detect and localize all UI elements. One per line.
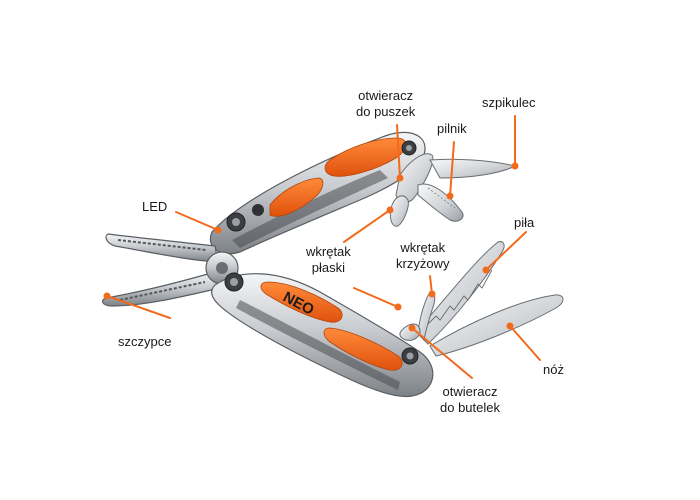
lower-handle: NEO [211, 272, 434, 398]
upper-handle-grip-rear [269, 177, 324, 217]
upper-handle-grip-front [324, 137, 407, 177]
file-tool [417, 183, 464, 222]
label-bottle-opener: otwieracz do butelek [440, 384, 500, 415]
label-phillips-screwdriver: wkrętak krzyżowy [396, 240, 450, 271]
pliers-upper-jaw [105, 233, 219, 263]
leader-saw [485, 231, 527, 271]
leader-led [175, 211, 219, 231]
label-can-opener: otwieracz do puszek [356, 88, 416, 119]
knife-tool [429, 294, 564, 357]
label-knife: nóż [543, 362, 564, 377]
label-awl: szpikulec [482, 95, 536, 110]
label-led: LED [142, 199, 168, 214]
leader-knife [509, 325, 541, 361]
leader-bottle-opener [411, 327, 473, 379]
awl-tool [429, 158, 517, 179]
pliers [102, 233, 239, 307]
leader-flat-screwdriver [343, 209, 391, 243]
leader-file [449, 141, 455, 197]
lower-tools [399, 241, 564, 357]
label-flat-screwdriver: wkrętak płaski [306, 244, 351, 275]
leader-lines [106, 115, 541, 379]
label-pliers: szczypce [118, 334, 172, 349]
flat-screwdriver-tool [389, 195, 409, 227]
leader-can-opener [396, 124, 401, 179]
label-file: pilnik [437, 121, 467, 136]
label-saw: piła [514, 215, 535, 230]
leader-flat-screwdriver-tip [353, 287, 399, 308]
lower-handle-grip-rear [260, 281, 343, 323]
upper-handle [209, 131, 426, 255]
leader-pliers [106, 295, 171, 319]
leader-dots [103, 162, 519, 332]
lower-handle-grip-front [323, 327, 403, 371]
